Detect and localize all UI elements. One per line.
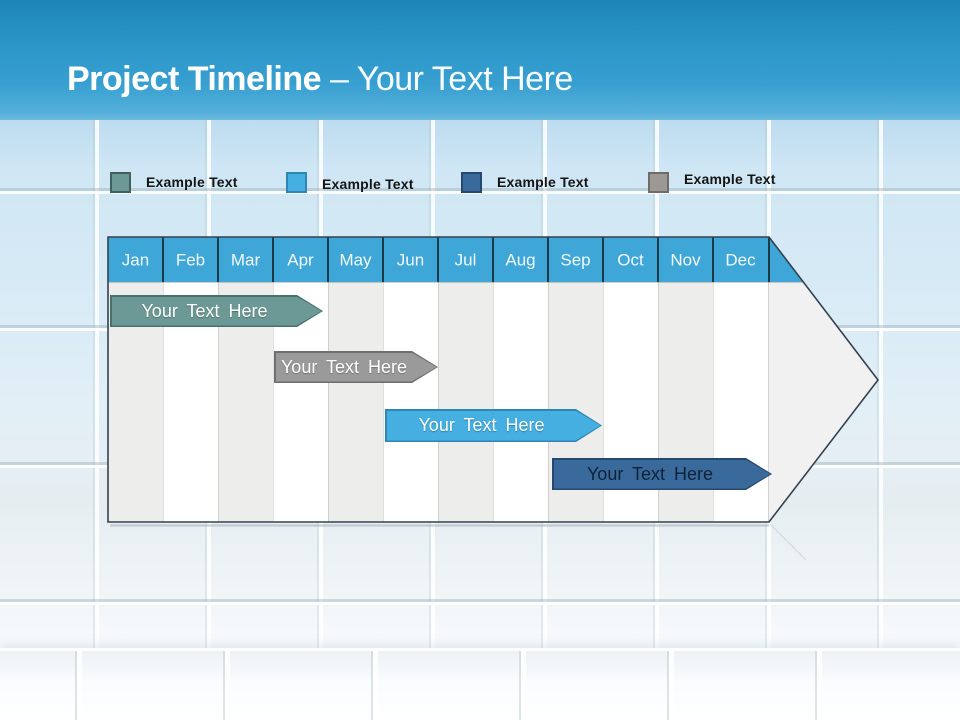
month-label: Nov bbox=[670, 251, 701, 270]
legend-item-1[interactable]: Example Text bbox=[110, 170, 238, 194]
month-label: Jul bbox=[455, 251, 477, 270]
bar-label: Your Text Here bbox=[418, 415, 545, 435]
title-primary: Project Timeline bbox=[67, 60, 322, 98]
month-label: Sep bbox=[560, 251, 590, 270]
bar-label: Your Text Here bbox=[280, 356, 408, 377]
legend-label: Example Text bbox=[146, 174, 238, 190]
bar-fill bbox=[112, 297, 322, 326]
month-label: Feb bbox=[176, 251, 205, 270]
legend-swatch-steelblue bbox=[461, 171, 482, 193]
legend-swatch-teal bbox=[110, 171, 131, 193]
bar-label: Your Text Here bbox=[586, 463, 714, 484]
month-label: Jan bbox=[122, 251, 149, 270]
gantt-bar-1[interactable]: Your Text Here bbox=[110, 295, 323, 327]
month-label: Aug bbox=[505, 251, 535, 270]
month-header-row bbox=[108, 237, 878, 282]
bar-label: Your Text Here bbox=[141, 300, 268, 321]
legend-label: Example Text bbox=[684, 171, 776, 187]
tile-wall-bottom-row bbox=[0, 648, 960, 720]
timeline-arrow-outline bbox=[107, 236, 880, 523]
legend-label: Example Text bbox=[497, 174, 589, 190]
bar-fill bbox=[276, 353, 437, 382]
month-label: May bbox=[339, 251, 372, 270]
bar-fill bbox=[387, 411, 601, 441]
title-secondary: – Your Text Here bbox=[330, 60, 573, 98]
arrow-reflection-line bbox=[769, 523, 807, 561]
gantt-bar-3[interactable]: Your Text Here bbox=[385, 409, 602, 442]
month-label: Mar bbox=[231, 251, 261, 270]
month-label: Oct bbox=[617, 251, 644, 270]
gantt-bar-4[interactable]: Your Text Here bbox=[552, 458, 772, 490]
legend-swatch-lightblue bbox=[286, 171, 307, 193]
column-boundary-lines bbox=[163, 282, 769, 522]
legend-swatch-gray bbox=[648, 171, 669, 193]
legend-item-4[interactable]: Example Text bbox=[648, 170, 776, 194]
legend-item-3[interactable]: Example Text bbox=[461, 170, 589, 194]
bar-fill bbox=[554, 460, 771, 489]
page-title[interactable]: Project Timeline– Your Text Here bbox=[67, 57, 573, 101]
header-separator-lines bbox=[162, 237, 770, 282]
gantt-bar-2[interactable]: Your Text Here bbox=[274, 351, 438, 383]
month-label: Apr bbox=[287, 251, 314, 270]
month-labels: Jan Feb Mar Apr May Jun Jul Aug Sep Oct … bbox=[122, 251, 756, 270]
month-label: Jun bbox=[397, 251, 424, 270]
legend-label: Example Text bbox=[322, 176, 414, 192]
legend-item-2[interactable]: Example Text bbox=[286, 170, 414, 194]
month-label: Dec bbox=[725, 251, 756, 270]
